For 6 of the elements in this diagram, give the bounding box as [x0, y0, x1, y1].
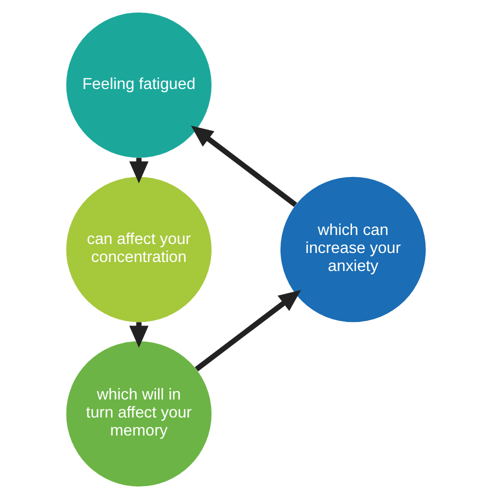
- node-circle: Feeling fatigued: [66, 12, 212, 158]
- arrow: [194, 290, 300, 372]
- arrow: [190, 126, 297, 207]
- node-circle: can affect your concentration: [66, 176, 212, 322]
- node-circle: which can increase your anxiety: [280, 176, 426, 322]
- node-circle: which will in turn affect your memory: [66, 341, 212, 487]
